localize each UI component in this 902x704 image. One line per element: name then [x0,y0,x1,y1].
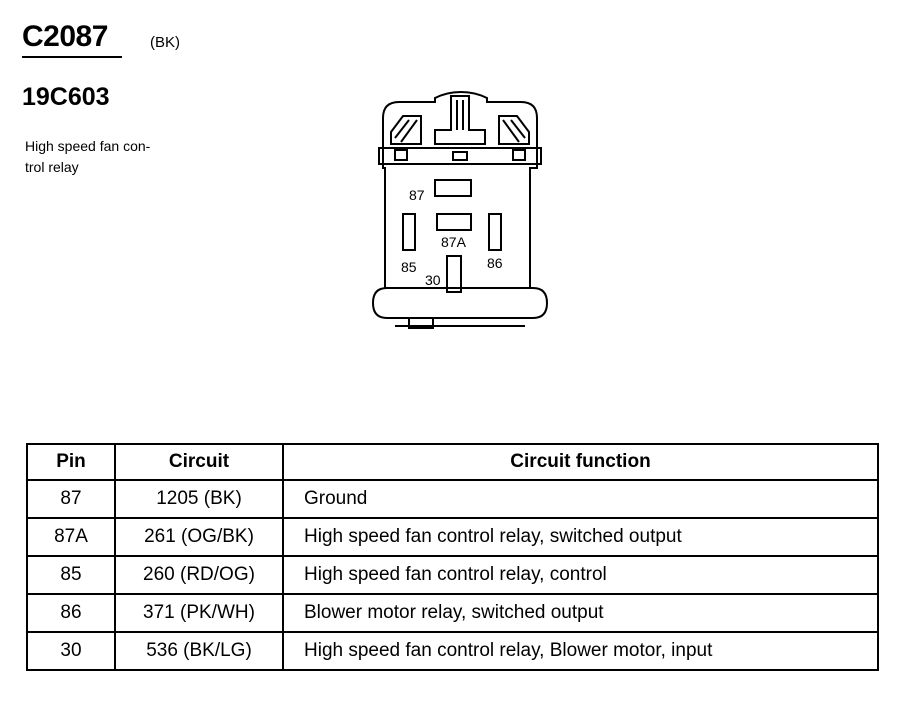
function-cell: High speed fan control relay, switched o… [282,517,879,557]
table-header-row: Pin Circuit Circuit function [26,443,879,481]
pin-cell: 87 [26,479,116,519]
table-row: 30 536 (BK/LG) High speed fan control re… [26,631,879,671]
pin-label-30: 30 [425,272,441,288]
circuit-cell: 1205 (BK) [114,479,284,519]
header-circuit-function: Circuit function [282,443,879,481]
pin-87a-terminal [436,213,472,231]
pin-cell: 85 [26,555,116,595]
table-row: 86 371 (PK/WH) Blower motor relay, switc… [26,593,879,633]
pin-label-87a: 87A [441,234,467,250]
connector-color: (BK) [150,34,180,51]
circuit-cell: 371 (PK/WH) [114,593,284,633]
function-cell: Ground [282,479,879,519]
pin-cell: 87A [26,517,116,557]
header-circuit: Circuit [114,443,284,481]
pin-85-terminal [402,213,416,251]
circuit-cell: 261 (OG/BK) [114,517,284,557]
pin-table: Pin Circuit Circuit function 87 1205 (BK… [26,443,879,671]
pin-label-85: 85 [401,259,417,275]
function-cell: High speed fan control relay, Blower mot… [282,631,879,671]
housing-bottom-flange [371,287,549,319]
pin-87-terminal [434,179,472,197]
circuit-cell: 260 (RD/OG) [114,555,284,595]
header-pin: Pin [26,443,116,481]
left-latch [390,115,422,145]
connector-id: C2087 [22,20,108,53]
pin-cell: 30 [26,631,116,671]
function-cell: High speed fan control relay, control [282,555,879,595]
housing-top-band [378,147,542,165]
component-description: High speed fan con- trol relay [25,138,151,175]
part-number: 19C603 [22,83,110,111]
pin-86-terminal [488,213,502,251]
table-row: 87A 261 (OG/BK) High speed fan control r… [26,517,879,557]
housing-outline [382,90,538,289]
table-row: 87 1205 (BK) Ground [26,479,879,519]
table-row: 85 260 (RD/OG) High speed fan control re… [26,555,879,595]
pin-cell: 86 [26,593,116,633]
pin-30-terminal [446,255,462,293]
right-latch [498,115,530,145]
circuit-cell: 536 (BK/LG) [114,631,284,671]
function-cell: Blower motor relay, switched output [282,593,879,633]
pin-label-87: 87 [409,187,425,203]
pin-label-86: 86 [487,255,503,271]
connector-id-underline [22,56,122,58]
connector-face-diagram: 87 87A 85 86 30 [371,90,549,329]
center-key [434,95,486,145]
